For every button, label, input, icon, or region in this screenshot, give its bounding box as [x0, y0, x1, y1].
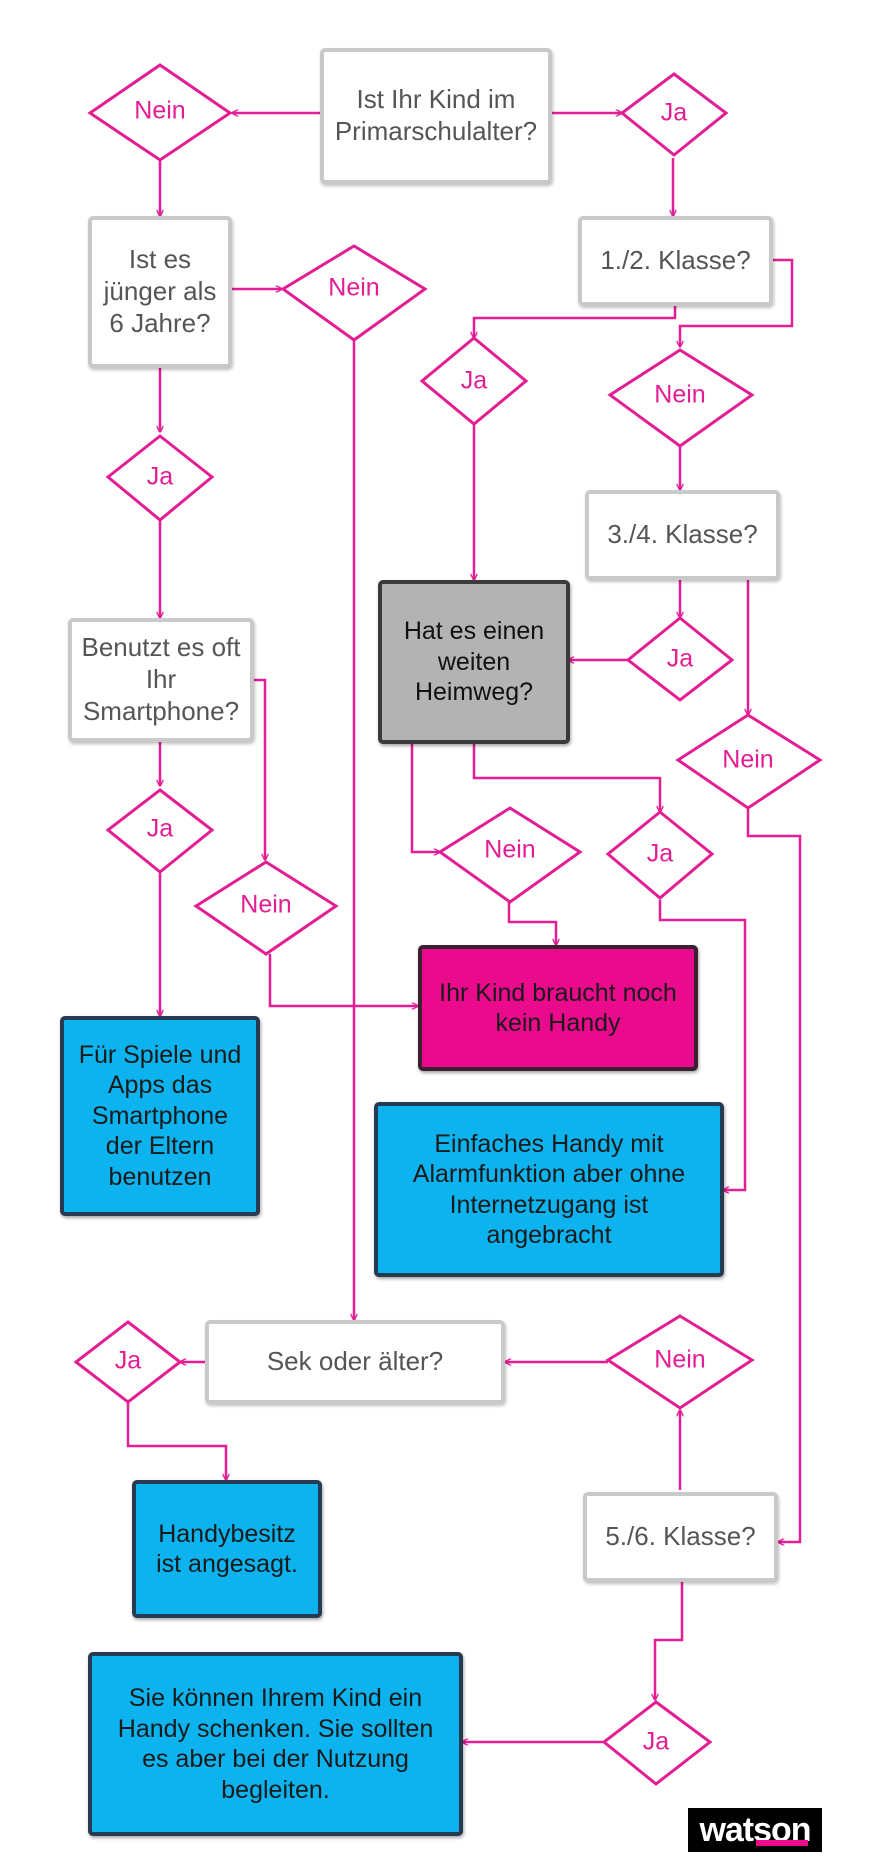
- decision-label-ja-primarschule: Ja: [660, 98, 688, 127]
- decision-label-ja-klasse56: Ja: [642, 1727, 670, 1756]
- decision-diamond: [105, 788, 215, 874]
- decision-diamond: [437, 806, 583, 904]
- logo-underline: [756, 1840, 808, 1846]
- decision-diamond: [87, 63, 233, 162]
- arrow: [746, 808, 802, 1542]
- decision-diamond: [193, 860, 339, 956]
- decision-diamond: [73, 1320, 183, 1404]
- arrow: [680, 258, 794, 347]
- decision-label-nein-klasse56: Nein: [654, 1345, 706, 1374]
- decision-label-nein-juenger: Nein: [328, 273, 380, 302]
- question-klasse-3-4: 3./4. Klasse?: [585, 490, 780, 580]
- decision-label-ja-sek: Ja: [114, 1346, 142, 1375]
- decision-label-ja-klasse34: Ja: [666, 644, 694, 673]
- arrow: [410, 742, 440, 852]
- decision-diamond: [605, 1314, 755, 1410]
- decision-label-nein-klasse12: Nein: [654, 380, 706, 409]
- decision-label-nein-klasse34: Nein: [722, 745, 774, 774]
- decision-diamond: [607, 348, 755, 448]
- arrow: [268, 954, 418, 1006]
- question-sek-oder-aelter: Sek oder älter?: [205, 1320, 505, 1404]
- arrow: [126, 1402, 226, 1480]
- decision-diamond: [419, 336, 529, 426]
- decision-label-ja-klasse12: Ja: [460, 366, 488, 395]
- decision-diamond: [280, 244, 428, 342]
- decision-label-ja-heimweg: Ja: [646, 839, 674, 868]
- decision-diamond: [619, 72, 729, 157]
- decision-label-ja-smartphone: Ja: [146, 814, 174, 843]
- decision-label-nein-smartphone: Nein: [240, 890, 292, 919]
- decision-diamond: [625, 616, 735, 702]
- arrow: [474, 302, 677, 338]
- arrow: [507, 902, 556, 945]
- decision-diamond: [105, 434, 215, 522]
- decision-label-ja-juenger: Ja: [146, 462, 174, 491]
- question-klasse-1-2: 1./2. Klasse?: [578, 216, 773, 306]
- decision-label-nein-heimweg: Nein: [484, 835, 536, 864]
- arrow: [655, 1580, 684, 1700]
- decision-diamond: [675, 713, 823, 810]
- question-klasse-5-6: 5./6. Klasse?: [583, 1492, 778, 1582]
- arrow: [254, 678, 265, 860]
- decision-diamond: [605, 810, 715, 900]
- decision-diamond: [601, 1700, 713, 1786]
- arrow: [658, 900, 747, 1190]
- decision-label-nein-primarschule: Nein: [134, 96, 186, 125]
- arrow: [472, 742, 660, 812]
